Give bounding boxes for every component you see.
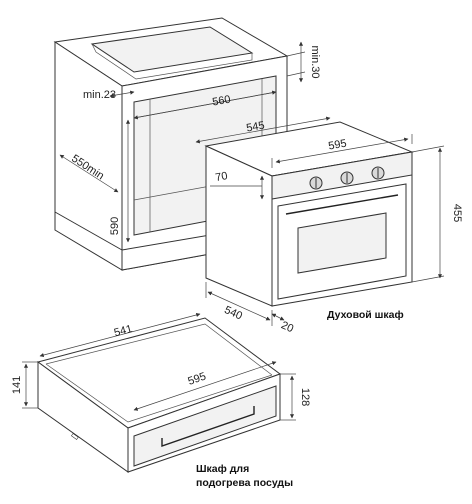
oven-window	[297, 212, 387, 274]
dim-oven-width: 595	[271, 134, 413, 168]
label-drawer-depth: 541	[113, 323, 134, 339]
dim-drawer-height: 141	[11, 361, 38, 409]
oven-handle	[285, 194, 399, 215]
dim-cabinet-height: 590	[109, 119, 131, 243]
oven-knobs	[309, 166, 385, 190]
label-cabinet-side-min: min.23	[83, 89, 116, 101]
dim-cabinet-inner-width: 560	[133, 90, 277, 120]
dim-drawer-width: 595	[133, 361, 277, 411]
dim-drawer-front-height: 128	[280, 373, 311, 421]
label-cabinet-top-min: min.30	[309, 45, 321, 78]
dim-oven-depth: 545	[195, 116, 331, 144]
caption-oven: Духовой шкаф	[327, 309, 404, 321]
caption-warming-drawer-line1: Шкаф для	[196, 463, 249, 475]
label-oven-front-offset: 20	[279, 319, 295, 335]
dim-drawer-depth: 541	[39, 312, 201, 358]
caption-warming-drawer-line2: подогрева посуды	[196, 477, 293, 489]
label-oven-height: 455	[451, 204, 463, 222]
oven	[204, 121, 414, 307]
label-cabinet-height: 590	[109, 217, 121, 235]
label-oven-depth: 545	[245, 120, 265, 135]
warming-drawer: ▭	[36, 317, 282, 473]
dim-oven-panel: 70	[210, 170, 265, 200]
dim-cabinet-side-min: min.23	[83, 89, 135, 101]
dim-oven-front-offset: 20	[271, 313, 295, 335]
label-cabinet-inner-width: 560	[211, 94, 231, 109]
label-oven-width: 595	[327, 138, 347, 153]
dim-oven-height: 455	[411, 145, 463, 283]
dim-cabinet-top-min: min.30	[286, 41, 321, 83]
label-drawer-height: 141	[11, 376, 23, 394]
label-drawer-width: 595	[186, 371, 207, 388]
label-oven-panel: 70	[214, 170, 228, 184]
label-drawer-front-height: 128	[299, 388, 311, 406]
